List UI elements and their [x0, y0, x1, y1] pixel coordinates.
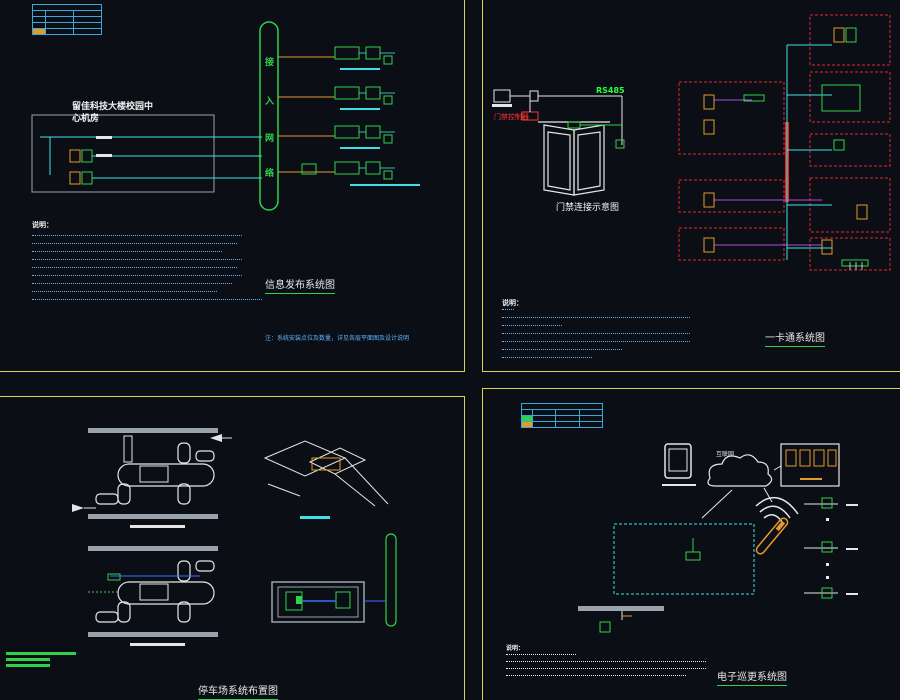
info-notes-head: 说明： [32, 221, 53, 229]
info-notes: 说明： [32, 221, 262, 305]
one-card-diagram [492, 14, 891, 271]
pc-monitor [493, 89, 511, 103]
server-rack [780, 443, 840, 487]
road-bottom-1 [88, 514, 218, 519]
sheet-frame-one-card [482, 0, 900, 372]
internet-label: 互联网 [716, 451, 735, 458]
sheet-frame-parking [0, 396, 465, 700]
bus-label-3: 网 [265, 134, 275, 144]
bus-label-1: 接 [265, 58, 275, 68]
patrol-diagram [578, 443, 858, 633]
parking-diagram [6, 428, 397, 667]
rs485-label: RS485 [596, 86, 625, 95]
controller-area-2 [678, 179, 785, 213]
machine-room-label-line2: 心机房 [72, 114, 100, 124]
network-bus-pill [259, 21, 279, 211]
patrol-area-box [613, 523, 755, 595]
info-release-title: 信息发布系统图 [265, 276, 335, 294]
door-drawing [538, 121, 610, 196]
machine-room-box [31, 114, 215, 193]
controller-area-1 [678, 81, 785, 155]
machine-room-label-line1: 留佳科技大楼校园中 [72, 102, 154, 112]
patrol-notes: 说明： [506, 645, 716, 680]
sheet-frame-patrol [482, 388, 900, 700]
legend-table-patrol [521, 403, 604, 428]
parking-title: 停车场系统布置图 [198, 682, 278, 700]
card-notes-head: 说明： [502, 299, 523, 307]
booth-isometric [263, 440, 389, 507]
bus-label-2: 入 [265, 97, 275, 107]
info-release-diagram [31, 21, 420, 211]
road-top-1 [88, 428, 218, 433]
door-caption: 门禁连接示意图 [556, 203, 620, 213]
patrol-reader-pen [755, 517, 789, 555]
legend-table-info [32, 4, 102, 35]
patrol-title: 电子巡更系统图 [717, 668, 787, 686]
one-card-title: 一卡通系统图 [765, 329, 825, 347]
card-notes: 说明： [502, 300, 692, 363]
info-footnote: 注：系统安装点位及数量，详见各层平面图及设计说明 [265, 335, 410, 342]
internet-cloud [707, 454, 773, 487]
sheet-frame-info-release [0, 0, 465, 372]
patrol-notes-head: 说明： [506, 645, 525, 652]
mobile-device [664, 443, 692, 479]
bus-label-4: 络 [265, 169, 275, 179]
controller-area-3 [678, 227, 785, 261]
controller-red-label: 门禁控制器 [494, 113, 529, 121]
